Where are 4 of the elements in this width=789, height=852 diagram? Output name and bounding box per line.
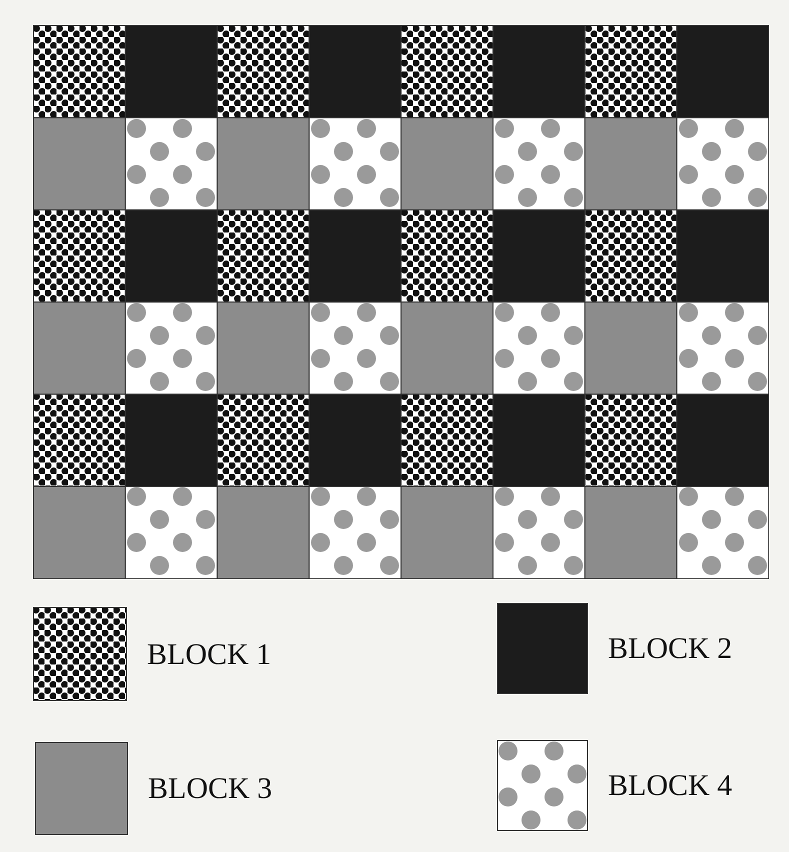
- legend-label: BLOCK 4: [608, 768, 732, 804]
- legend-label: BLOCK 3: [148, 771, 272, 807]
- legend-label: BLOCK 2: [608, 631, 732, 667]
- legend-label: BLOCK 1: [147, 636, 272, 672]
